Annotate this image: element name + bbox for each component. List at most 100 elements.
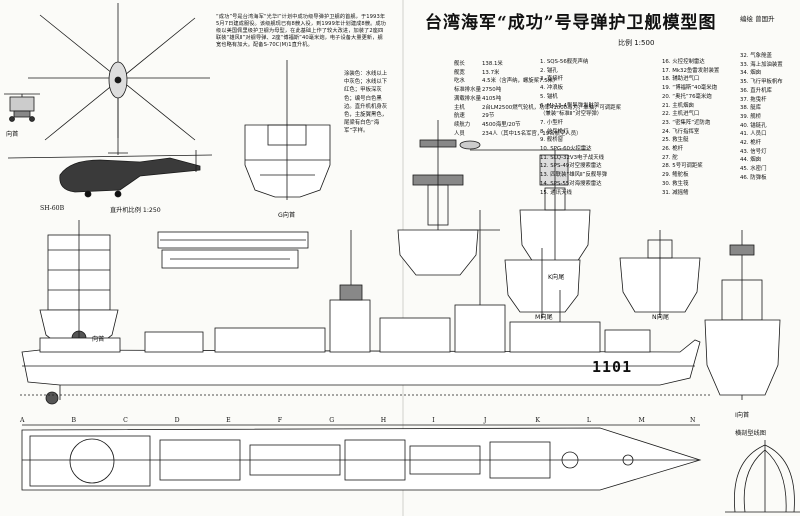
station-letter: J (483, 417, 487, 424)
station-letter: F (277, 417, 282, 424)
body-plan (725, 440, 800, 513)
legend-item: 7. 小型杆 (540, 119, 564, 126)
legend-item: 36. 直升机库 (740, 87, 772, 94)
legend-item: 40. 锚链孔 (740, 122, 767, 129)
legend-item: 46. 防弹板 (740, 174, 767, 181)
legend-item: 28. 5号可调距桨 (662, 163, 703, 170)
legend-item: 5. 锚机 (540, 93, 558, 100)
station-letter: C (123, 417, 128, 424)
hull-number: 1101 (592, 358, 633, 376)
legend-item: 9. 舰桥窗 (540, 137, 564, 144)
m-section-view (504, 248, 581, 318)
station-letter: I (432, 417, 435, 424)
helicopter-top-view (28, 3, 210, 155)
station-letter: H (380, 417, 387, 424)
station-letter: A (20, 417, 25, 424)
legend-item: 19. “博福斯”40毫米炮 (662, 85, 718, 92)
legend-item: 37. 拖曳杆 (740, 96, 767, 103)
main-scale: 比例 1:500 (618, 39, 655, 47)
legend-item: 26. 桅杆 (662, 146, 684, 153)
g-view-label: G向首 (278, 212, 296, 219)
bow-view-label: 向首 (92, 336, 105, 343)
boat-deck-detail (157, 231, 309, 269)
legend-item: 18. 辅助进气口 (662, 76, 700, 83)
legend-item: 44. 烟囱 (740, 157, 762, 164)
legend-item: 38. 艇库 (740, 105, 762, 112)
legend-item: 10. SPG-60火控雷达 (540, 146, 592, 153)
legend-item: 11. SLQ-32V3电子战天线 (540, 154, 604, 161)
legend-item: 12. SPS-49对空搜索雷达 (540, 163, 602, 170)
deck-plan (21, 427, 702, 491)
g-section-view (244, 60, 331, 200)
paint-scheme-note: 涂装色：水线以上中灰色；水线以下红色；甲板深灰色；编号白色黑边。直升机机身灰色，… (344, 71, 388, 135)
legend-item: 30. 救生筏 (662, 180, 689, 187)
legend-item: 25. 救生艇 (662, 137, 689, 144)
legend-item: 20. “奥托”76毫米炮 (662, 93, 712, 100)
i-bow-view (704, 230, 781, 400)
helicopter-name-label: SH-60B (40, 205, 65, 212)
n-section-view (619, 230, 701, 318)
legend-item: 22. 主机进气口 (662, 111, 700, 118)
m-view-label: M向尾 (535, 314, 553, 321)
i-view-label: I向首 (735, 412, 750, 419)
ship-profile (20, 210, 710, 405)
legend-item: 17. Mk32鱼雷发射装置 (662, 67, 720, 74)
n-view-label: N向尾 (652, 314, 670, 321)
legend-item: 34. 烟囱 (740, 70, 762, 77)
legend-item: 45. 水密门 (740, 166, 767, 173)
station-letter: D (174, 417, 180, 424)
helicopter-scale-label: 直升机比例 1:250 (110, 207, 161, 214)
k-section-view (470, 149, 591, 275)
station-letter: K (535, 417, 540, 424)
legend-item: 39. 舰桥 (740, 113, 762, 120)
station-letter: E (226, 417, 231, 424)
legend-item: 35. 飞行甲板帆布 (740, 79, 783, 86)
legend-item: 3. 直接杆 (540, 76, 564, 83)
legend-item: 16. 火控控制雷达 (662, 59, 705, 65)
legend-item: 31. 减摇鳍 (662, 189, 689, 196)
mast-front-view (397, 120, 481, 276)
legend-item: 14. SPS-55对海搜索雷达 (540, 180, 602, 187)
legend-item: 29. 鳍舵板 (662, 172, 689, 179)
lines-view-label: 横剖型线图 (735, 430, 766, 437)
legend-item: 21. 主机烟囱 (662, 102, 694, 109)
legend-item: 6. Mk13-4型导弹发射架 (540, 102, 600, 109)
legend-item: 27. 舵 (662, 154, 678, 161)
legend-item: 2. 锚孔 (540, 67, 558, 74)
legend-item: 33. 海上加油装置 (740, 61, 783, 68)
legend-item: 8. 前后桅灯 (540, 128, 569, 135)
page-title: 台湾海军“成功”号导弹护卫舰模型图 (425, 13, 717, 33)
station-letter: G (329, 417, 335, 424)
legend-item: 4. 冲浪板 (540, 85, 564, 92)
front-view-label: 向首 (6, 131, 19, 138)
legend-item: 43. 信号灯 (740, 148, 767, 155)
legend-item: 41. 人员口 (740, 131, 767, 138)
station-letter: N (690, 417, 696, 424)
legend-item: 24. 飞行指挥室 (662, 128, 700, 135)
legend-item: （兼装“标准Ⅱ”对空导弹） (540, 111, 603, 118)
helicopter-front-view (4, 93, 40, 122)
legend-column-2: 16. 火控控制雷达 17. Mk32鱼雷发射装置 18. 辅助进气口 19. “博福… (662, 58, 719, 197)
helicopter-side-view (7, 150, 213, 198)
legend-item: 23. “密集阵”近防炮 (662, 119, 711, 126)
intro-paragraph: “成功”号是台湾海军“光华Ⅰ”计划中成功级导弹护卫舰的首舰，于1993年5月7日… (216, 14, 386, 48)
legend-item: 15. 通讯天线 (540, 189, 572, 196)
legend-item: 32. 气象舱盖 (740, 53, 772, 59)
legend-item: 42. 桅杆 (740, 140, 762, 147)
station-letter: B (71, 417, 77, 424)
legend-item: 1. SQS-56舰壳声纳 (540, 59, 589, 65)
